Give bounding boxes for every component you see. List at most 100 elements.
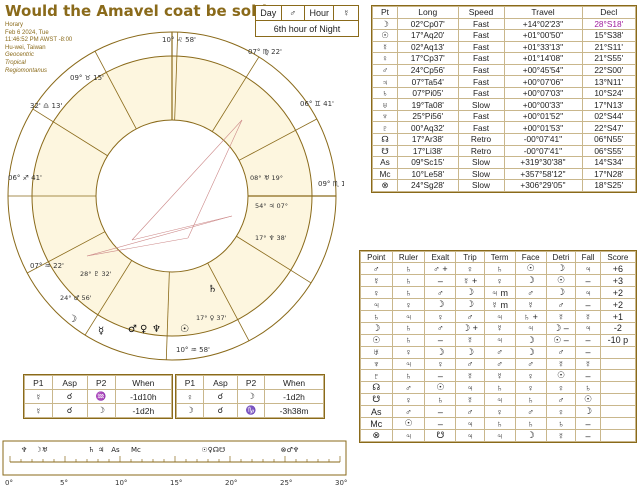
dignity-cell: ☋ xyxy=(424,429,457,443)
chart-title: Would the Amavel coat be sold out? xyxy=(5,2,310,20)
aspect-row: ♀ ☌ ☽ -1d2h xyxy=(176,389,324,404)
scale-tick-label: 0° xyxy=(5,479,13,487)
dignity-row: ♃♀☽☽☿ m☿♂–+2 xyxy=(360,298,637,312)
dignity-cell: ☿ xyxy=(514,298,547,312)
position-cell: Slow xyxy=(457,179,505,192)
house-cusp-label: 10° ♌ 58' xyxy=(162,36,196,44)
position-row: ♇00°Aq32'Fast+00°01'53''22°S47' xyxy=(372,121,637,134)
scale-tick-label: 15° xyxy=(170,479,182,487)
house-cusp-line xyxy=(94,51,137,130)
dignity-cell: ☿ xyxy=(483,321,516,335)
position-cell: +14°02'23'' xyxy=(503,17,583,31)
house-cusp-label: 06° ♐ 41' xyxy=(8,174,42,182)
dignity-cell: ♂ xyxy=(514,357,547,371)
position-cell: As xyxy=(372,156,398,169)
dignity-cell: ♀ xyxy=(545,381,577,395)
dignity-cell: ♀ xyxy=(483,274,516,288)
planet-label: 17° ♆ 38' xyxy=(255,234,287,242)
dignity-cell: ♀ xyxy=(483,405,516,419)
position-cell: 17°Aq20' xyxy=(396,29,459,42)
planet-glyph: ♂ xyxy=(128,324,137,335)
horoscope-wheel: 10° ♌ 58'07° ♍ 22'06° ♊ 41'09° ♏ 15'06° … xyxy=(7,31,344,361)
dignity-cell: ♂ + xyxy=(424,262,457,276)
dignity-cell: ☿ xyxy=(545,357,577,371)
dignity-cell: ♂ xyxy=(514,405,547,419)
dignity-cell: – xyxy=(575,345,601,359)
dignity-cell: ☽ xyxy=(424,345,457,359)
meta-line: Hu-wei, Taiwan xyxy=(5,44,46,51)
house-cusp-line xyxy=(27,231,106,274)
dignity-cell: ♃ xyxy=(455,381,485,395)
dignity-cell: ☽ xyxy=(455,286,485,300)
dignity-cell: ♄ xyxy=(483,262,516,276)
dignity-cell: ☿ xyxy=(545,429,577,443)
dignity-cell: -10 p xyxy=(599,333,637,347)
planet-glyph: ♆ xyxy=(152,324,161,335)
dignity-cell: – xyxy=(575,274,601,288)
planet-glyph: ♀ xyxy=(140,324,147,335)
day-hour-box: Day ♂ Hour ☿ 6th hour of Night xyxy=(255,5,359,37)
cell: -3h38m xyxy=(264,403,324,418)
position-cell: Fast xyxy=(457,86,505,100)
cell: -1d2h xyxy=(264,389,324,404)
dignity-cell: ♄ xyxy=(575,381,601,395)
dignity-cell: ♃ xyxy=(455,429,485,443)
cell: ☽ xyxy=(236,389,266,404)
house-cusp-line xyxy=(207,262,250,341)
day-label: Day xyxy=(256,6,282,20)
dignity-cell: ☋ xyxy=(360,393,393,407)
dignity-cell: – xyxy=(575,369,601,383)
position-cell: ♆ xyxy=(372,109,398,123)
dignity-cell: ☊ xyxy=(360,381,393,395)
position-cell: Retro xyxy=(457,144,505,158)
dignity-cell: ♄ xyxy=(391,274,426,288)
dignity-row: ☽♄♂☽ +☿♃☽ –♃-2 xyxy=(360,321,637,335)
dignity-row: ♇♄–☿☿♀☉– xyxy=(360,369,637,383)
dignity-cell: +2 xyxy=(599,298,637,312)
dignity-cell: +3 xyxy=(599,274,637,288)
cell: -1d10h xyxy=(114,389,173,404)
scale-marker: ⊗♂♆ xyxy=(281,446,299,454)
dignity-cell: – xyxy=(424,333,457,347)
dignity-cell: ☿ xyxy=(545,310,577,323)
position-cell: 22°S00' xyxy=(581,63,637,77)
scale-marker: ♆ xyxy=(21,446,27,454)
dignity-cell: ♂ xyxy=(391,405,426,419)
dignity-cell: ♄ xyxy=(391,369,426,383)
dignity-cell xyxy=(599,357,637,371)
house-cusp-line xyxy=(174,32,179,121)
dignity-cell: ☉ xyxy=(545,274,577,288)
dignity-cell: ♃ xyxy=(360,298,393,312)
dignity-cell xyxy=(599,429,637,443)
col-header: P1 xyxy=(176,375,204,390)
position-cell: -00°07'41'' xyxy=(503,144,583,158)
dignity-cell: ♄ xyxy=(514,393,547,407)
position-cell: +00°07'03'' xyxy=(503,86,583,100)
col-header: Pt xyxy=(372,6,398,19)
aspect-line xyxy=(131,215,233,241)
aspect-row: ☿ ☌ ♒ -1d10h xyxy=(24,389,173,404)
dignity-row: ☉♄–☿♃☽☉ ––-10 p xyxy=(360,333,637,347)
planet-glyph: ☽ xyxy=(68,314,77,325)
dignity-cell: ♃ xyxy=(575,321,601,335)
cell: ☌ xyxy=(51,403,88,418)
dignity-cell: ☽ xyxy=(360,321,393,335)
house-cusp-label: 07° ♒ 22' xyxy=(30,262,64,270)
dignity-cell: ☉ xyxy=(545,369,577,383)
position-cell: 13°N11' xyxy=(581,75,637,88)
dignity-row: ♀♄♂☽♃ m♂☽♃+2 xyxy=(360,286,637,300)
position-cell: 14°S34' xyxy=(581,156,637,169)
house-cusp-label: 10° ♒ 58' xyxy=(176,346,210,354)
cell: ♀ xyxy=(176,389,204,404)
dignity-cell: ♄ xyxy=(391,321,426,335)
col-header: Exalt xyxy=(424,250,457,264)
meta-line: Tropical xyxy=(5,59,26,66)
house-cusp-line xyxy=(84,260,133,336)
planet-label: 17° ♀ 37' xyxy=(196,314,227,322)
house-cusp-label: 07° ♍ 22' xyxy=(248,48,282,56)
house-cusp-line xyxy=(238,118,317,161)
dignity-cell: ♃ xyxy=(391,429,426,443)
dignity-row: ♅♀☽☽♂☽♂– xyxy=(360,345,637,359)
dignity-cell: ♀ xyxy=(514,381,547,395)
